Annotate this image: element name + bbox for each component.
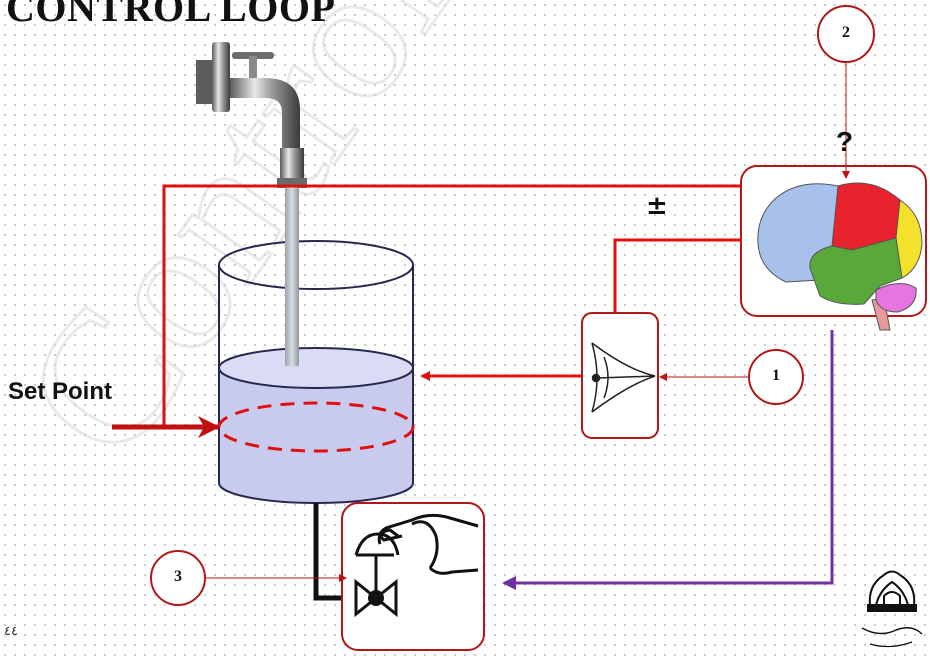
feedback-line-top (162, 181, 752, 426)
setpoint-label: Set Point (8, 378, 113, 405)
brain-box (740, 165, 927, 331)
water-stream (285, 186, 299, 366)
question-mark: ? (836, 126, 854, 157)
marker-1-label: 1 (772, 367, 780, 384)
marker-2 (817, 5, 875, 179)
marker-2-label: 2 (842, 24, 850, 41)
plus-minus-sign: ± (646, 191, 668, 221)
page-number: ٤٤ (4, 624, 18, 639)
faucet-icon (196, 42, 307, 188)
marker-3 (150, 550, 347, 606)
marker-3-label: 3 (174, 568, 182, 585)
valve-center-icon (368, 590, 384, 606)
eye-icon (591, 342, 656, 413)
water-tank (218, 240, 414, 504)
brain-icon (757, 182, 923, 331)
marker-1 (659, 349, 804, 405)
brain-to-valve-line (502, 330, 834, 590)
valve-box (341, 502, 485, 651)
sensor-box (581, 312, 659, 439)
sensor-to-brain-line (613, 235, 750, 343)
page-title: CONTROL LOOP (6, 0, 336, 30)
university-logo (861, 570, 923, 648)
